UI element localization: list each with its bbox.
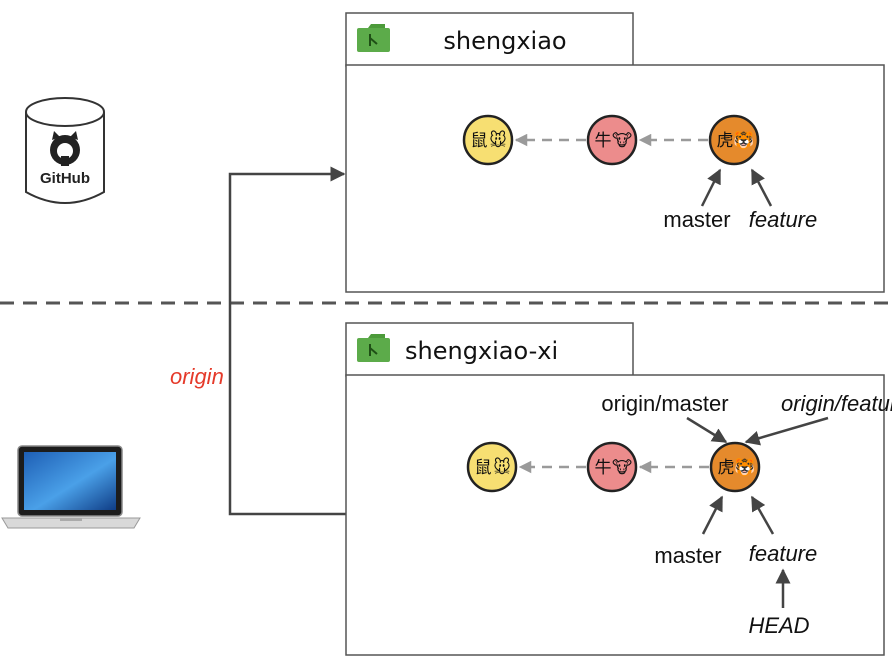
local-repo-name: shengxiao-xi <box>405 337 558 365</box>
commit-rat: 鼠 🐭 <box>462 114 514 166</box>
commit-tiger: 虎 🐯 <box>709 441 761 493</box>
folder-icon <box>357 24 390 52</box>
branch-master-label: master <box>663 207 730 232</box>
commit-ox: 牛 🐮 <box>586 114 638 166</box>
commit-tiger-label: 虎 <box>717 131 734 151</box>
branch-master-label: master <box>654 543 721 568</box>
local-repo-tab <box>345 322 634 377</box>
branch-feature-label: feature <box>749 541 818 566</box>
local-repo-box <box>345 374 885 656</box>
rat-emoji-icon: 🐭 <box>489 130 507 151</box>
origin-connector-arrow <box>228 166 346 516</box>
commit-ox-label: 牛 <box>595 458 612 478</box>
folder-icon <box>357 334 390 362</box>
branch-pointer-arrow <box>744 416 829 446</box>
branch-pointer-arrow <box>701 495 724 535</box>
tiger-emoji-icon: 🐯 <box>733 130 754 151</box>
remote-repo: shengxiao 鼠 🐭 牛 🐮 虎 🐯 master feature <box>345 12 885 293</box>
remote-repo-box <box>345 64 885 293</box>
github-label: GitHub <box>40 170 90 187</box>
commit-rat: 鼠 🐭 <box>466 441 518 493</box>
commit-ox-label: 牛 <box>595 131 612 151</box>
commit-tiger-label: 虎 <box>718 458 735 478</box>
github-octocat-icon <box>50 131 80 166</box>
ox-emoji-icon: 🐮 <box>612 458 632 478</box>
branch-pointer-arrow <box>700 168 722 207</box>
origin-feature-label: origin/feature <box>781 391 892 416</box>
laptop-icon <box>1 445 141 529</box>
branch-feature-label: feature <box>749 207 818 232</box>
head-label: HEAD <box>748 613 809 638</box>
branch-pointer-arrow <box>686 416 728 444</box>
remote-repo-name: shengxiao <box>443 27 566 55</box>
origin-master-label: origin/master <box>601 391 728 416</box>
rat-emoji-icon: 🐭 <box>493 457 511 478</box>
local-repo: shengxiao-xi origin/master origin/featur… <box>345 322 892 656</box>
origin-label: origin <box>170 364 224 389</box>
commit-rat-label: 鼠 <box>471 131 488 151</box>
github-server-icon: GitHub <box>25 97 105 204</box>
commit-tiger: 虎 🐯 <box>708 114 760 166</box>
ox-emoji-icon: 🐮 <box>612 131 632 151</box>
commit-ox: 牛 🐮 <box>586 441 638 493</box>
remote-repo-tab <box>345 12 634 67</box>
branch-pointer-arrow <box>750 495 775 535</box>
tiger-emoji-icon: 🐯 <box>734 457 755 478</box>
commit-rat-label: 鼠 <box>475 458 492 478</box>
branch-pointer-arrow <box>750 168 773 207</box>
